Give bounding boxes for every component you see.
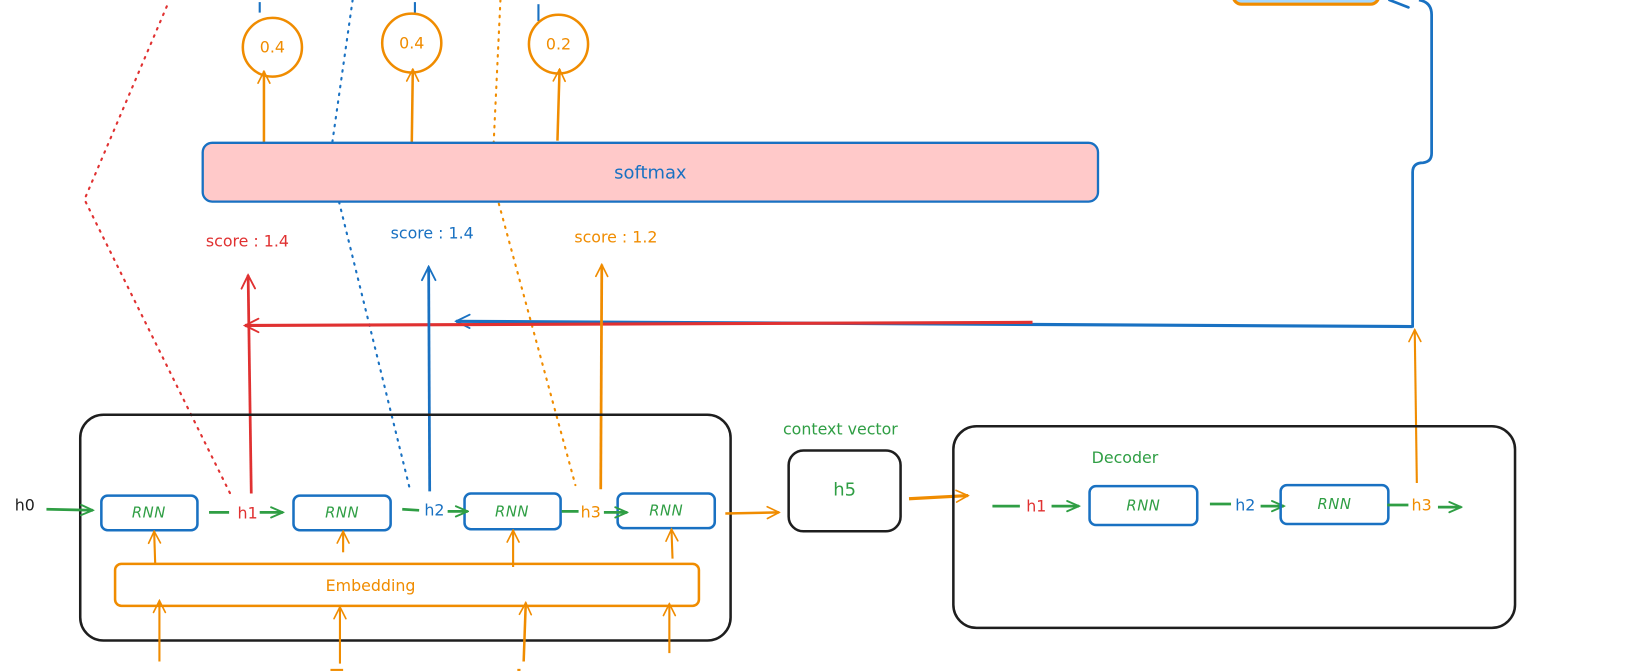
context-vector-title: context vector: [783, 420, 898, 439]
encoder-hidden-h3: h3: [581, 503, 601, 522]
score-arrow-h1: [248, 275, 251, 494]
score-arrow-h2: [429, 267, 430, 492]
embedding-to-rnn-arrow: [671, 529, 672, 559]
context-vector-value: h5: [833, 480, 856, 501]
weight-value: 0.2: [546, 34, 571, 53]
encoder-container: [78, 413, 732, 642]
encoder-rnn-cell: RNN: [292, 494, 392, 532]
context-vector-box: [787, 449, 902, 533]
decoder-h3-up-arrow: [1415, 330, 1417, 484]
embedding-label: Embedding: [326, 576, 416, 595]
softmax-label: softmax: [614, 163, 686, 184]
softmax-output-arrow: [557, 69, 559, 141]
feedback-path: [1411, 0, 1433, 328]
query-line-red: [245, 322, 1033, 325]
decoder-rnn-cell: RNN: [1088, 484, 1199, 527]
score-label-h2: score : 1.4: [391, 223, 474, 242]
input-to-embedding-arrow: [524, 603, 526, 662]
feedback-arrow-tip: [1388, 0, 1410, 9]
rnn-label: RNN: [495, 504, 529, 521]
weight-node: 0.4: [241, 16, 304, 78]
rnn-label: RNN: [649, 503, 683, 520]
rnn-label: RNN: [1318, 496, 1352, 513]
rnn-label: RNN: [132, 505, 166, 522]
encoder-input-state: h0: [15, 495, 35, 514]
top-output-box: [1232, 0, 1380, 6]
score-arrow-h3: [601, 265, 602, 490]
decoder-hidden-h3: h3: [1412, 495, 1432, 514]
score-label-h3: score : 1.2: [574, 228, 657, 247]
rnn-label: RNN: [325, 505, 359, 522]
softmax-layer: [201, 141, 1100, 203]
embedding-to-rnn-arrow: [154, 531, 155, 564]
encoder-rnn-cell: RNN: [100, 494, 199, 532]
h0-arrow: [46, 509, 92, 510]
weight-value: 0.4: [399, 33, 424, 52]
context-to-decoder-arrow: [908, 496, 968, 499]
weight-value: 0.4: [260, 38, 285, 57]
decoder-rnn-cell: RNN: [1279, 483, 1390, 526]
embedding-layer: [113, 562, 701, 608]
rnn-label: RNN: [1126, 497, 1160, 514]
weight-node: 0.4: [380, 12, 443, 74]
decoder-title: Decoder: [1092, 448, 1159, 467]
encoder-hidden-h1: h1: [238, 504, 258, 523]
encoder-rnn-cell: RNN: [616, 492, 717, 530]
score-label-h1: score : 1.4: [206, 232, 289, 251]
softmax-output-arrow: [412, 69, 413, 145]
decoder-container: [952, 425, 1517, 630]
decoder-hidden-h2: h2: [1235, 495, 1255, 514]
connector-line: [402, 507, 420, 512]
decoder-hidden-h1: h1: [1026, 496, 1046, 515]
encoder-rnn-cell: RNN: [463, 492, 562, 531]
dotted-link-h1: [83, 5, 232, 495]
encoder-hidden-h2: h2: [424, 501, 444, 520]
weight-node: 0.2: [527, 13, 590, 75]
encoder-to-context-arrow: [725, 512, 779, 513]
